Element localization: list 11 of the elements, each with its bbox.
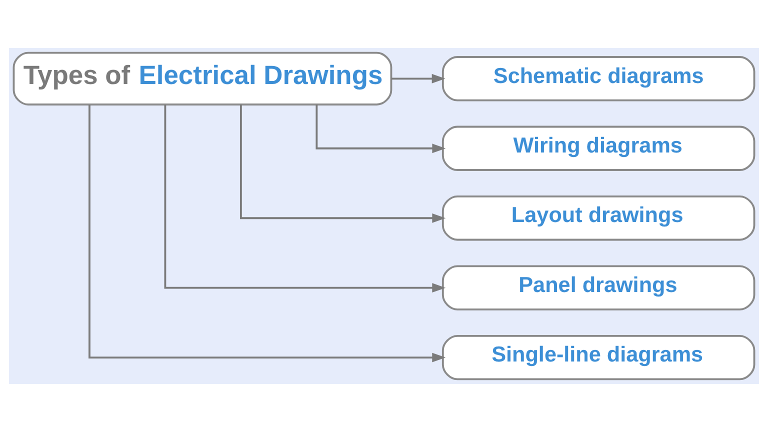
node-box: Wiring diagrams (442, 126, 756, 171)
arrow (164, 104, 446, 293)
node-box: Types of Electrical Drawings (12, 52, 392, 106)
node-box: Single-line diagrams (442, 334, 756, 380)
arrow (240, 104, 446, 223)
arrow (88, 104, 446, 362)
node-box: Layout drawings (442, 196, 756, 241)
node-box: Panel drawings (442, 265, 756, 310)
node-box: Schematic diagrams (442, 56, 756, 102)
arrow (391, 74, 446, 84)
arrow (316, 104, 446, 154)
